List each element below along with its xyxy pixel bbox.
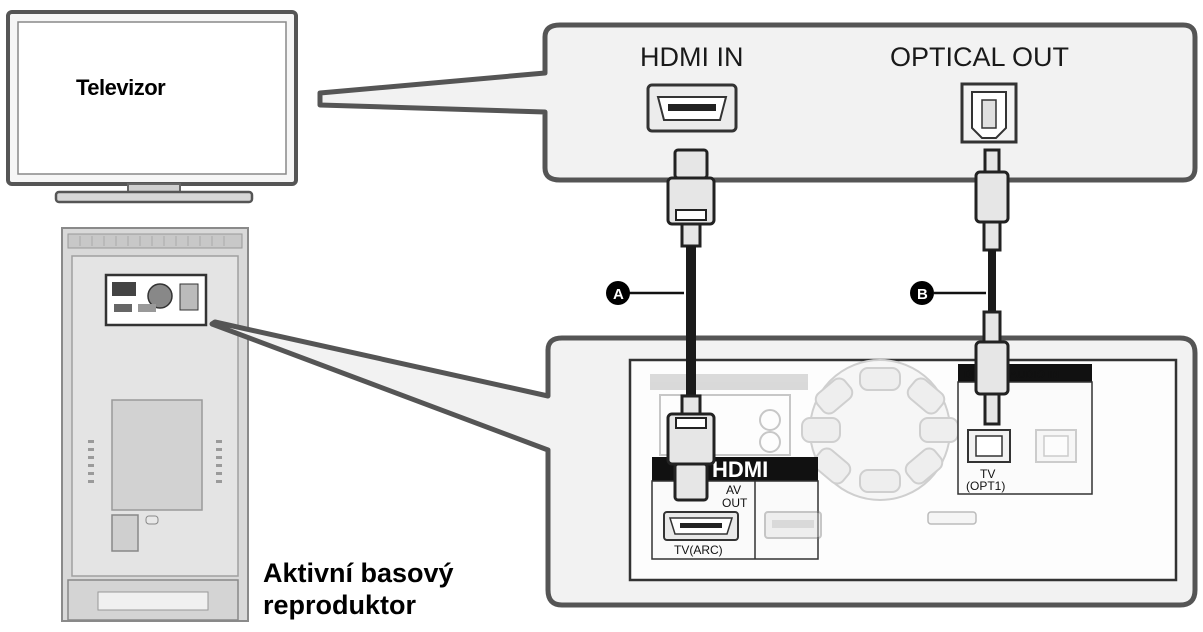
hdmi-cable-a	[666, 148, 716, 502]
subwoofer-label-line1: Aktivní basový	[263, 558, 454, 588]
av-out-label-1: AV	[726, 483, 741, 497]
tv-opt-label-1: TV	[980, 467, 995, 481]
hdmi-in-label: HDMI IN	[640, 42, 744, 72]
tv-arc-label: TV(ARC)	[674, 543, 723, 557]
hdmi-in-port	[646, 83, 738, 133]
cable-a-badge: A	[613, 286, 624, 303]
subwoofer-label-line2: reproduktor	[263, 590, 417, 620]
optical-in-port-2	[1035, 429, 1077, 463]
tv-label: Televizor	[76, 75, 166, 100]
optical-cable-b	[974, 148, 1010, 426]
cable-b-callout: B	[910, 281, 986, 305]
cable-a-callout: A	[606, 281, 684, 305]
hdmi-logo-label: HDMI	[712, 457, 768, 482]
subwoofer-illustration	[61, 227, 249, 622]
optical-out-port	[960, 82, 1018, 144]
second-hdmi-port	[764, 511, 822, 539]
av-out-hdmi-port	[663, 511, 739, 541]
subwoofer-rear-panel-callout: HDMI AV OUT TV(ARC) DIGITAL AUDIO IN TV …	[209, 319, 1198, 608]
cable-b-badge: B	[917, 286, 928, 303]
av-out-label-2: OUT	[722, 496, 748, 510]
tv-illustration: Televizor	[6, 10, 298, 204]
optical-out-label: OPTICAL OUT	[890, 42, 1069, 72]
tv-opt-label-2: (OPT1)	[966, 479, 1005, 493]
optical-in-port-tv-opt1	[967, 429, 1011, 463]
fan-vent	[801, 359, 959, 501]
tv-rear-panel-callout: HDMI IN OPTICAL OUT	[317, 22, 1198, 183]
